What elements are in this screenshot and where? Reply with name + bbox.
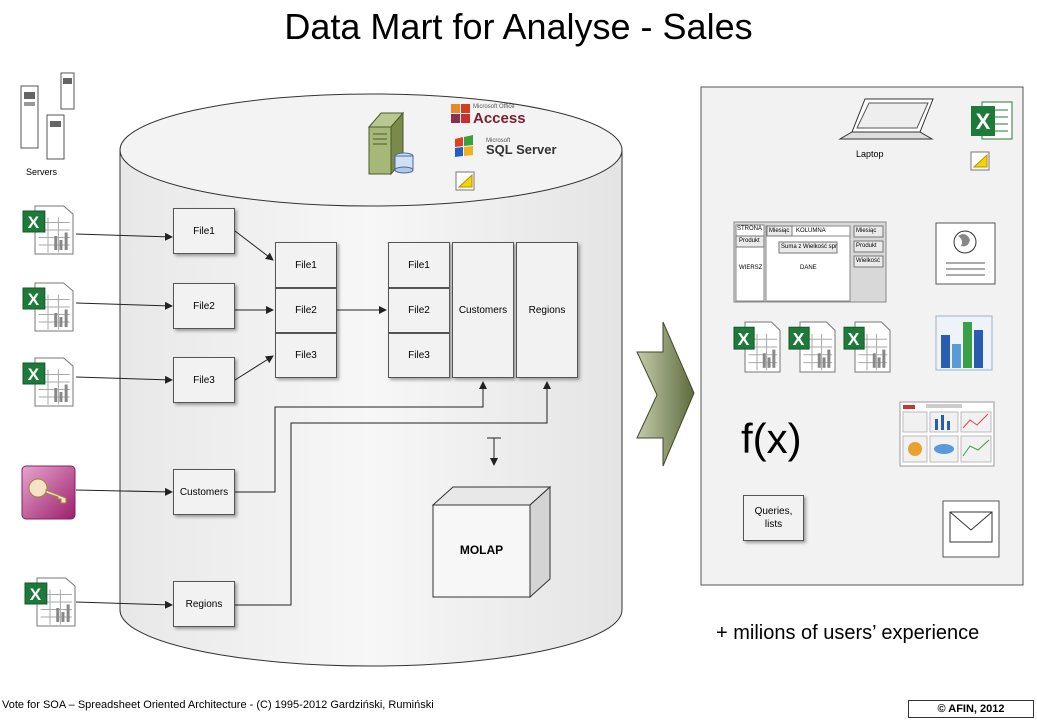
- access-caption: Microsoft Office: [473, 104, 515, 110]
- svg-text:X: X: [976, 109, 991, 134]
- input-customers-box: Customers: [173, 469, 235, 515]
- excel-file-icon: X: [788, 321, 836, 373]
- copyright-badge: © AFIN, 2012: [908, 700, 1034, 718]
- queries-lists-box: Queries, lists: [743, 495, 804, 541]
- access-logo-icon: [451, 104, 470, 123]
- pivot-miesiac: Miesiąc: [769, 228, 790, 234]
- pivot-miesiac-right: Miesiąc: [856, 228, 877, 234]
- pivot-dane: DANE: [800, 265, 817, 271]
- pivot-suma: Suma z Wielkość spr: [781, 244, 838, 250]
- stage3-file3: File3: [388, 333, 450, 378]
- stage1-file1: File1: [173, 208, 235, 254]
- servers-icon: [20, 72, 75, 160]
- formula-label: f(x): [741, 415, 802, 462]
- stage3-file1: File1: [388, 242, 450, 288]
- input-regions-box: Regions: [173, 581, 235, 627]
- dashboard-icon: [899, 401, 995, 467]
- pivot-kolumna: KOLUMNA: [796, 228, 826, 234]
- pivot-strona: STRONA: [737, 226, 763, 232]
- users-experience-text: + milions of users’ experience: [716, 622, 980, 644]
- pivot-wielkosc-right: Wielkość: [856, 258, 881, 264]
- svg-text:X: X: [28, 365, 40, 384]
- molap-label: MOLAP: [459, 543, 504, 557]
- excel-file-icon: X: [22, 357, 74, 407]
- svg-text:X: X: [793, 329, 805, 349]
- excel-file-icon: X: [24, 577, 76, 627]
- svg-text:X: X: [28, 290, 40, 309]
- pivot-produkt: Produkt: [739, 238, 760, 244]
- regions-table: Regions: [516, 242, 578, 378]
- input-connectors: [75, 230, 551, 609]
- excel-file-icon: X: [843, 321, 891, 373]
- sql-server-label: SQL Server: [486, 142, 557, 157]
- stage3-file2: File2: [388, 288, 450, 333]
- excel-file-icon: X: [22, 205, 74, 255]
- laptop-label: Laptop: [856, 149, 884, 159]
- mail-icon: [942, 500, 1000, 558]
- sql-caption: Microsoft: [486, 138, 511, 144]
- stage1-file3: File3: [173, 357, 235, 403]
- transfer-arrow: [636, 321, 695, 467]
- stage2-file3: File3: [275, 333, 337, 378]
- customers-table: Customers: [452, 242, 514, 378]
- diagram-title: Data Mart for Analyse - Sales: [284, 6, 753, 47]
- svg-text:X: X: [28, 213, 40, 232]
- web-document-icon: [935, 222, 996, 285]
- stage1-file2: File2: [173, 283, 235, 329]
- pivot-table-diagram: [733, 221, 887, 303]
- bar-chart-icon: [935, 315, 993, 371]
- laptop-icon: [838, 98, 934, 140]
- windows-logo-icon: [455, 135, 473, 157]
- excel-file-icon: X: [733, 321, 781, 373]
- shortcut-icon: [455, 171, 475, 191]
- shortcut-icon: [970, 151, 990, 171]
- servers-label: Servers: [26, 167, 58, 177]
- stage2-file2: File2: [275, 288, 337, 333]
- stage2-file1: File1: [275, 242, 337, 288]
- pivot-produkt-right: Produkt: [856, 243, 877, 249]
- molap-cube: [431, 485, 552, 599]
- server-icon: [367, 111, 414, 176]
- pivot-wiersz: WIERSZ: [739, 265, 763, 271]
- svg-text:X: X: [848, 329, 860, 349]
- excel-app-icon: X: [971, 101, 1013, 140]
- access-key-icon: [21, 465, 76, 520]
- excel-file-icon: X: [22, 282, 74, 332]
- access-label: Access: [473, 110, 526, 127]
- svg-text:X: X: [30, 585, 42, 604]
- footer-credit: Vote for SOA – Spreadsheet Oriented Arch…: [2, 699, 434, 711]
- svg-text:X: X: [738, 329, 750, 349]
